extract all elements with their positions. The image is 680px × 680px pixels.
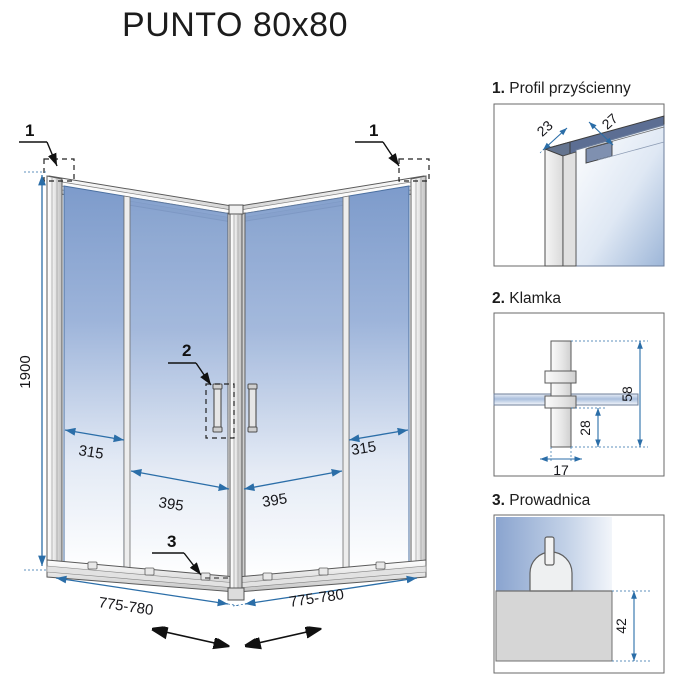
detail-2-number: 2.	[492, 290, 505, 307]
dimension-315-left-label: 315	[77, 442, 104, 463]
dimension-315-right: 315	[348, 427, 409, 459]
detail-2-dimension-17: 17	[540, 447, 582, 478]
detail-3-dim-42-label: 42	[613, 618, 629, 634]
door-handle-pair	[212, 383, 258, 433]
dimension-height-1900: 1900	[17, 171, 48, 571]
callout-1-left: 1	[19, 121, 75, 182]
wall-profile-3d	[543, 115, 665, 267]
right-wing-assembly	[236, 175, 427, 593]
detail-3-number: 3.	[492, 492, 505, 509]
dimension-395-left: 395	[130, 469, 230, 515]
callout-1-right-label: 1	[369, 121, 378, 140]
detail-2-dim-28-label: 28	[577, 420, 593, 436]
dimension-395-right-label: 395	[261, 490, 288, 511]
detail-3-name: Prowadnica	[509, 492, 591, 509]
detail-1-title: 1. Profil przyścienny	[492, 80, 631, 98]
dimension-315-left: 315	[64, 427, 125, 463]
callout-1-right: 1	[355, 121, 430, 182]
sliding-direction-arrows	[152, 629, 320, 646]
callout-2: 2	[168, 341, 235, 439]
page-title: PUNTO 80x80	[122, 6, 348, 44]
detail-2-title: 2. Klamka	[492, 290, 561, 308]
handle-cross-section	[493, 340, 639, 448]
dimension-315-right-label: 315	[350, 438, 377, 459]
callout-3-label: 3	[167, 532, 176, 551]
dimension-395-right: 395	[243, 469, 343, 511]
detail-1-number: 1.	[492, 80, 505, 97]
corner-post	[227, 204, 245, 601]
detail-1-name: Profil przyścienny	[509, 80, 631, 97]
detail-2-dimension-58: 58	[619, 341, 643, 447]
dimension-395-left-label: 395	[157, 494, 184, 515]
detail-2-dim-17-label: 17	[553, 462, 569, 478]
callout-1-left-label: 1	[25, 121, 34, 140]
guide-rail-section	[495, 517, 613, 662]
dimension-1900-label: 1900	[17, 355, 34, 388]
detail-2-name: Klamka	[509, 290, 561, 307]
detail-3-title: 3. Prowadnica	[492, 492, 590, 510]
callout-2-label: 2	[182, 341, 191, 360]
detail-2-dimension-28: 28	[577, 408, 601, 447]
detail-2-dim-58-label: 58	[619, 386, 635, 402]
detail-3-dimension-42: 42	[613, 591, 637, 661]
